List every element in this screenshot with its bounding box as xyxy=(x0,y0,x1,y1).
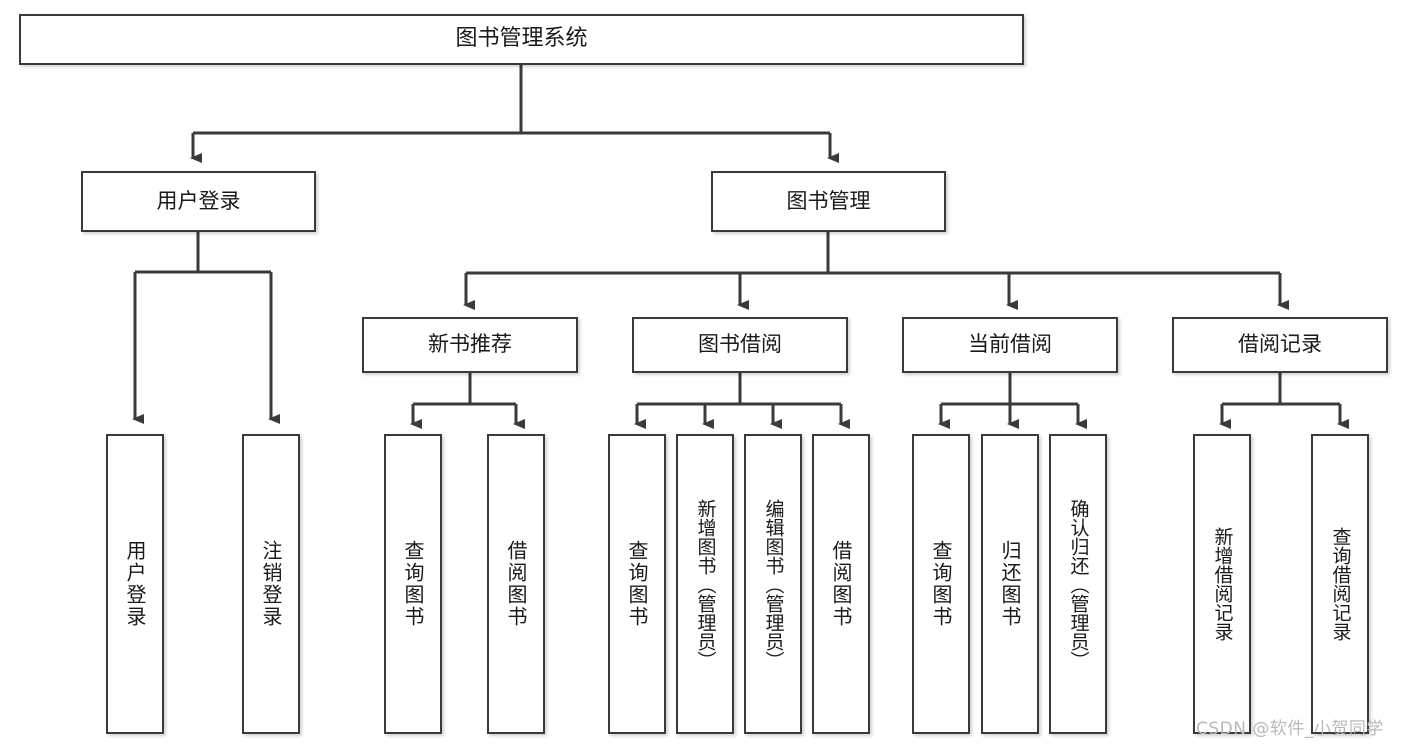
leaf-query-book-borrow[interactable]: 查询图书 xyxy=(608,434,666,734)
leaf-borrow-book-recommend[interactable]: 借阅图书 xyxy=(487,434,545,734)
leaf-query-book-borrow-label: 查询图书 xyxy=(625,540,649,628)
node-borrow-record-label: 借阅记录 xyxy=(1238,332,1322,357)
node-new-book-recommend-label: 新书推荐 xyxy=(428,332,512,357)
leaf-add-book[interactable]: 新增图书（管理员） xyxy=(676,434,734,734)
leaf-confirm-return[interactable]: 确认归还（管理员） xyxy=(1049,434,1107,734)
leaf-borrow-book-borrow-label: 借阅图书 xyxy=(829,540,853,628)
leaf-borrow-book-borrow[interactable]: 借阅图书 xyxy=(812,434,870,734)
node-book-borrow-label: 图书借阅 xyxy=(698,332,782,357)
leaf-confirm-return-label: 确认归还（管理员） xyxy=(1067,498,1090,670)
leaf-edit-book[interactable]: 编辑图书（管理员） xyxy=(744,434,802,734)
node-book-manage[interactable]: 图书管理 xyxy=(711,171,946,232)
node-book-manage-label: 图书管理 xyxy=(786,188,871,213)
leaf-query-borrow-record-label: 查询借阅记录 xyxy=(1329,527,1352,641)
node-book-borrow[interactable]: 图书借阅 xyxy=(632,317,848,373)
leaf-add-borrow-record[interactable]: 新增借阅记录 xyxy=(1193,434,1251,734)
leaf-query-book-current[interactable]: 查询图书 xyxy=(912,434,970,734)
leaf-return-book[interactable]: 归还图书 xyxy=(981,434,1039,734)
node-user-login-label: 用户登录 xyxy=(156,188,241,213)
node-current-borrow[interactable]: 当前借阅 xyxy=(902,317,1118,373)
leaf-borrow-book-recommend-label: 借阅图书 xyxy=(504,540,528,628)
leaf-query-borrow-record[interactable]: 查询借阅记录 xyxy=(1311,434,1369,734)
leaf-user-logout[interactable]: 注销登录 xyxy=(242,434,300,734)
node-new-book-recommend[interactable]: 新书推荐 xyxy=(362,317,578,373)
leaf-edit-book-label: 编辑图书（管理员） xyxy=(762,498,785,670)
csdn-watermark: CSDN @软件_小贺同学 xyxy=(1196,719,1384,739)
leaf-query-book-current-label: 查询图书 xyxy=(929,540,953,628)
leaf-return-book-label: 归还图书 xyxy=(998,540,1022,628)
node-root-system-label: 图书管理系统 xyxy=(455,26,588,52)
leaf-user-login-label: 用户登录 xyxy=(123,540,147,628)
node-current-borrow-label: 当前借阅 xyxy=(968,332,1052,357)
leaf-query-book-recommend[interactable]: 查询图书 xyxy=(384,434,442,734)
leaf-user-logout-label: 注销登录 xyxy=(259,540,283,628)
node-root-system[interactable]: 图书管理系统 xyxy=(19,14,1024,65)
leaf-user-login[interactable]: 用户登录 xyxy=(106,434,164,734)
node-borrow-record[interactable]: 借阅记录 xyxy=(1172,317,1388,373)
node-user-login[interactable]: 用户登录 xyxy=(81,171,316,232)
leaf-add-book-label: 新增图书（管理员） xyxy=(694,498,717,670)
leaf-query-book-recommend-label: 查询图书 xyxy=(401,540,425,628)
leaf-add-borrow-record-label: 新增借阅记录 xyxy=(1211,527,1234,641)
